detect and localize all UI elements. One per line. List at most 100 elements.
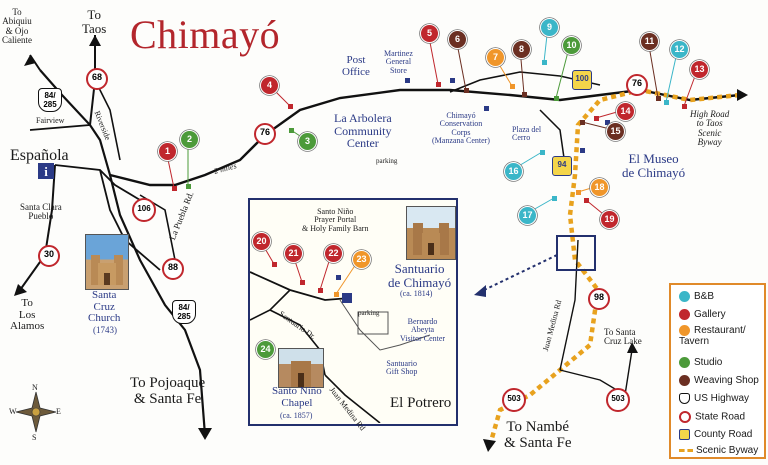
bernardo-visitor-center-label: Bernardo Abeyta Visitor Center [400,317,446,343]
espanola-label: Española [10,147,69,164]
marker-19-gallery[interactable]: 19 [600,210,619,229]
el-museo-label: El Museo de Chimayó [622,151,686,180]
el-potrero-label: El Potrero [390,395,452,411]
county-road-shield-icon [679,429,690,440]
parking-label-main: parking [376,157,398,165]
marker-8-weaving[interactable]: 8 [512,40,531,59]
road-espanola-link [54,164,141,201]
marker-10-studio[interactable]: 10 [562,36,581,55]
chapel-icon [291,361,311,387]
fairview-label: Fairview [36,116,65,125]
legend-scenic-byway: Scenic Byway [679,445,758,456]
arrow-high-road [737,89,748,101]
marker-7-restaurant[interactable]: 7 [486,48,505,67]
to-los-alamos-label: To Los Alamos [10,297,45,333]
marker-5-gallery[interactable]: 5 [420,24,439,43]
us-84-285-road [39,69,207,436]
marker-17-bnb[interactable]: 17 [518,206,537,225]
marker-16-bnb[interactable]: 16 [504,162,523,181]
inset-connector-arrow [474,285,486,297]
santuario-label: Santuario de Chimayó [388,261,452,290]
marker-12-bnb[interactable]: 12 [670,40,689,59]
santa-cruz-church-photo [85,234,129,290]
marker-4-gallery[interactable]: 4 [260,76,279,95]
inset-connector [479,254,558,293]
weaving-swatch-icon [679,375,690,386]
santuario-year: (ca. 1814) [400,289,433,298]
legend-gallery: Gallery [679,309,726,320]
post-office-label: Post Office [342,54,370,78]
state-road-shield-icon [679,411,691,423]
state-road-76-shield-right: 76 [626,74,648,96]
inset-locator-box [556,235,596,271]
road-fairview [29,124,91,131]
marker-2-studio[interactable]: 2 [180,130,199,149]
compass-s: S [32,433,37,442]
marker-24-studio[interactable]: 24 [256,340,275,359]
arrow-nambe [483,439,496,452]
compass-w: W [9,407,17,416]
to-santa-cruz-lake-label: To Santa Cruz Lake [604,327,642,347]
legend-us-highway: US Highway [679,393,749,404]
plaza-del-cerro-label: Plaza del Cerro [512,125,542,143]
marker-14-gallery[interactable]: 14 [616,102,635,121]
marker-23-restaurant[interactable]: 23 [352,250,371,269]
marker-11-weaving[interactable]: 11 [640,32,659,51]
arrow-los-alamos [14,284,27,296]
marker-22-gallery[interactable]: 22 [324,244,343,263]
us-highway-shield-icon [679,393,690,404]
compass-rose-icon [15,391,57,433]
legend-restaurant: Restaurant/ Tavern [679,325,746,348]
legend-county-road: County Road [679,429,752,440]
to-abiquiu-label: To Abiquiu & Ojo Caliente [2,7,32,46]
road-76-west [109,88,741,187]
santuario-church-icon [413,223,449,255]
martinez-store-label: Martinez General Store [384,49,413,75]
el-potrero-inset: Santo Niño Prayer Portal & Holy Family B… [248,198,458,432]
legend-studio: Studio [679,357,722,368]
map-title: Chimayó [130,12,281,57]
legend-state-road: State Road [679,411,745,423]
marker-15-weaving[interactable]: 15 [606,122,625,141]
to-taos-label: To Taos [82,7,107,36]
studio-swatch-icon [679,357,690,368]
scenic-byway-line-icon [679,448,693,452]
marker-20-gallery[interactable]: 20 [252,232,271,251]
bnb-swatch-icon [679,291,690,302]
state-road-98-shield-right: 98 [588,288,610,310]
legend-bnb: B&B [679,291,714,302]
state-road-30-shield: 30 [38,245,60,267]
state-road-503-shield-right: 503 [606,388,630,412]
santuario-photo [406,206,456,260]
compass-e: E [56,407,61,416]
road-santa-cruz-lake [559,349,633,397]
us-84-285-shield-top: 84/ 285 [38,88,62,112]
marker-18-restaurant[interactable]: 18 [590,178,609,197]
arrow-north-taos [89,35,101,46]
marker-6-weaving[interactable]: 6 [448,30,467,49]
marker-1-gallery[interactable]: 1 [158,142,177,161]
to-nambe-label: To Nambé & Santa Fe [504,419,572,451]
state-road-68-shield: 68 [86,68,108,90]
marker-13-gallery[interactable]: 13 [690,60,709,79]
svg-text:i: i [44,164,48,179]
county-road-100-shield: 100 [572,70,592,90]
restaurant-swatch-icon [679,325,690,336]
la-arbolera-label: La Arbolera Community Center [334,111,392,151]
marker-21-gallery[interactable]: 21 [284,244,303,263]
info-icon-box [38,163,54,179]
map-legend: B&B Gallery Restaurant/ Tavern Studio We… [669,283,766,459]
chapel-year: (ca. 1857) [280,411,313,420]
road-juan-medina [559,239,579,371]
state-road-106-shield: 106 [132,198,156,222]
legend-weaving: Weaving Shop [679,375,759,386]
road-county-94 [539,109,566,166]
church-icon [91,255,123,285]
marker-3-studio[interactable]: 3 [298,132,317,151]
marker-9-bnb[interactable]: 9 [540,18,559,37]
santa-cruz-year: (1743) [93,325,117,335]
gift-shop-label: Santuario Gift Shop [386,359,418,377]
high-road-label: High Road to Taos Scenic Byway [690,109,730,148]
road-106 [99,169,161,271]
